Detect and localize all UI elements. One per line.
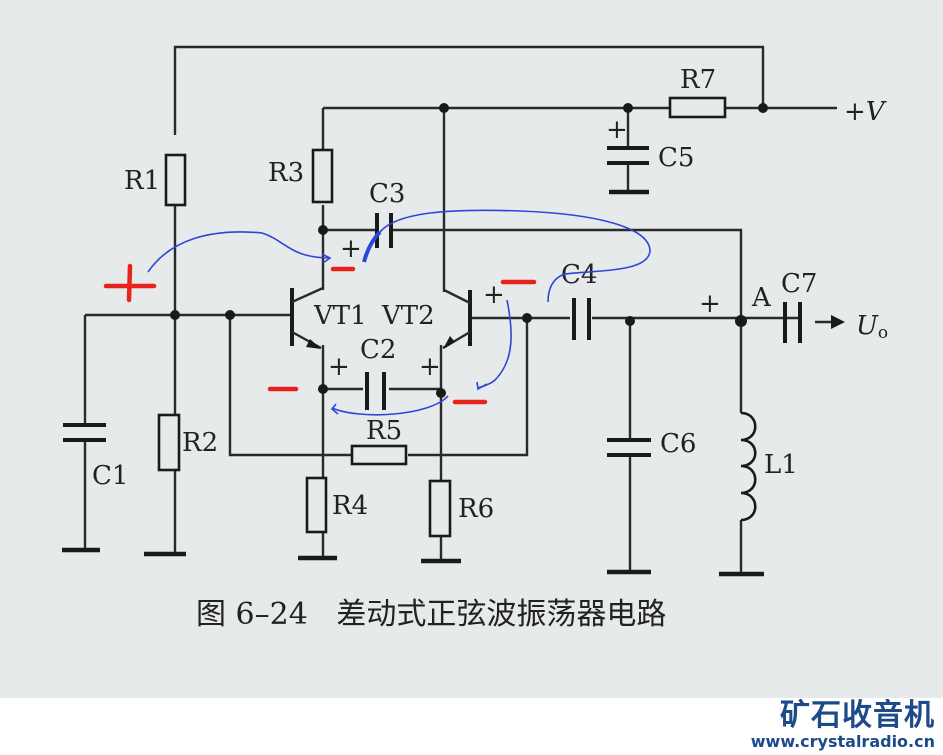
resistor-r1 <box>164 153 187 207</box>
label-c3: C3 <box>369 179 405 209</box>
label-vt1: VT1 <box>313 301 367 331</box>
label-supply: +V <box>844 97 887 127</box>
label-l1: L1 <box>764 450 798 480</box>
label-c7: C7 <box>781 269 817 299</box>
inductor-l1 <box>740 411 757 522</box>
label-r1: R1 <box>124 166 160 196</box>
resistor-r4 <box>305 476 328 534</box>
label-output: Uo <box>856 311 888 343</box>
label-c5: C5 <box>658 143 694 173</box>
output-arrow <box>831 315 845 329</box>
transistor-vt1 <box>290 286 324 350</box>
watermark-name: 矿石收音机 <box>780 698 935 733</box>
label-vt2: VT2 <box>381 301 435 331</box>
label-r6: R6 <box>458 494 494 524</box>
resistor-r7 <box>668 96 727 119</box>
resistor-r2 <box>157 413 181 472</box>
label-r3: R3 <box>268 158 304 188</box>
red-annotations <box>103 263 537 405</box>
label-c2: C2 <box>360 335 396 365</box>
figure-caption: 图 6–24 差动式正弦波振荡器电路 <box>196 597 666 632</box>
capacitor-c1 <box>63 423 106 442</box>
plus-c3: + <box>340 234 362 264</box>
ground-symbols <box>62 189 764 577</box>
plus-c5: + <box>606 115 628 145</box>
blue-annotations <box>147 209 651 416</box>
plus-node-a: + <box>699 289 721 319</box>
plus-c2-left: + <box>328 352 350 382</box>
capacitor-c6 <box>607 438 651 457</box>
capacitor-c3 <box>375 213 393 248</box>
plus-c2-right: + <box>419 352 441 382</box>
label-r5: R5 <box>366 416 402 446</box>
resistor-r5 <box>350 444 408 466</box>
label-c6: C6 <box>660 429 696 459</box>
watermark-url: www.crystalradio.cn <box>750 732 935 751</box>
capacitor-c4 <box>572 298 591 340</box>
label-c4: C4 <box>561 260 597 290</box>
footer-strip: 矿石收音机 www.crystalradio.cn <box>0 698 943 755</box>
capacitor-c7 <box>783 302 802 343</box>
label-r2: R2 <box>182 428 218 458</box>
capacitor-c5 <box>607 146 649 165</box>
resistor-r6 <box>428 479 452 538</box>
junction-dots <box>170 103 768 398</box>
label-r7: R7 <box>680 65 716 95</box>
capacitor-c2 <box>365 372 386 410</box>
resistor-r3 <box>311 148 334 204</box>
watermark: 矿石收音机 www.crystalradio.cn <box>751 699 935 751</box>
plus-vt2-base: + <box>483 280 505 310</box>
label-node-a: A <box>751 283 772 313</box>
transistor-vt2 <box>442 288 472 350</box>
label-c1: C1 <box>92 461 128 491</box>
label-r4: R4 <box>332 491 368 521</box>
